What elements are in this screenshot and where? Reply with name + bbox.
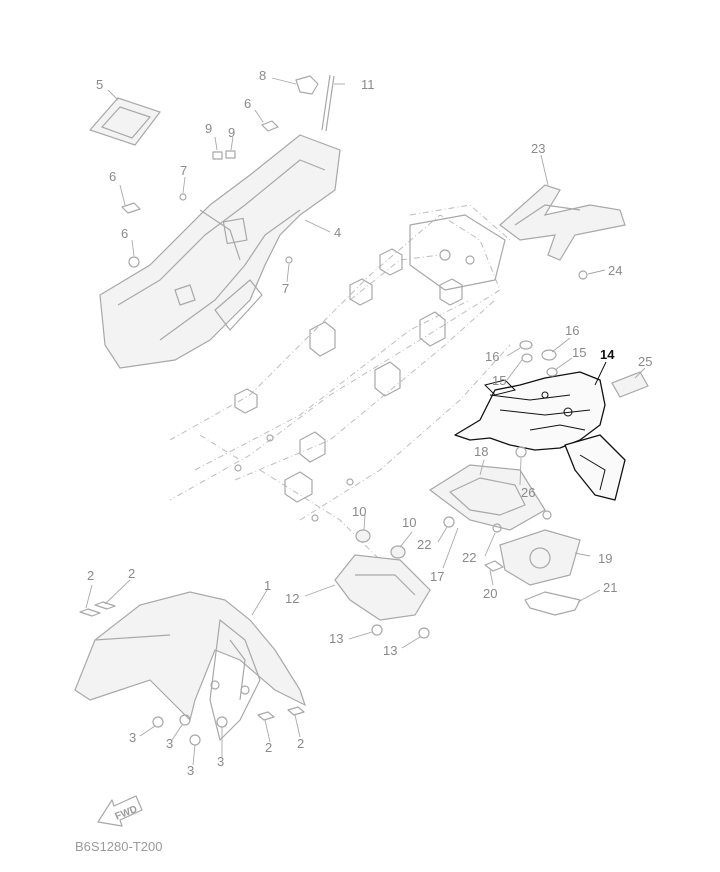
callout-20: 20: [483, 586, 497, 601]
callout-6: 6: [244, 96, 251, 111]
callout-26: 26: [521, 485, 535, 500]
callout-2: 2: [87, 568, 94, 583]
callout-9: 9: [205, 121, 212, 136]
callout-5: 5: [96, 77, 103, 92]
callout-labels: 5 8 11 6 9 9 7 6 6 4 7 23 24 16 16 15 15…: [87, 68, 652, 778]
callout-21: 21: [603, 580, 617, 595]
part-21-stay: [524, 591, 581, 616]
frame-outline: [169, 204, 511, 561]
fwd-label: FWD: [114, 804, 139, 823]
callout-19: 19: [598, 551, 612, 566]
part-23-cover: [499, 184, 626, 280]
callout-15: 15: [572, 345, 586, 360]
callout-3: 3: [166, 736, 173, 751]
callout-25: 25: [638, 354, 652, 369]
callout-24: 24: [608, 263, 622, 278]
callout-7: 7: [282, 281, 289, 296]
callout-12: 12: [285, 591, 299, 606]
callout-16: 16: [565, 323, 579, 338]
part-18-bracket: [428, 464, 546, 531]
part-5-pad: [88, 97, 161, 146]
callout-15: 15: [492, 373, 506, 388]
callout-17: 17: [430, 569, 444, 584]
callout-13: 13: [383, 643, 397, 658]
callout-2: 2: [265, 740, 272, 755]
drawing-code: B6S1280-T200: [75, 839, 162, 854]
callout-14: 14: [600, 347, 615, 362]
callout-6: 6: [121, 226, 128, 241]
callout-4: 4: [334, 225, 341, 240]
bolts-22-26: [443, 446, 552, 533]
callout-16: 16: [485, 349, 499, 364]
callout-10: 10: [352, 504, 366, 519]
tray-fasteners: [121, 74, 335, 268]
callout-3: 3: [129, 730, 136, 745]
part-1-front-fender: [74, 591, 307, 741]
part-14-rear-fender: [454, 371, 626, 501]
callout-23: 23: [531, 141, 545, 156]
callout-10: 10: [402, 515, 416, 530]
fwd-arrow: FWD: [97, 795, 143, 827]
part-12-bracket: [334, 529, 431, 639]
washers-15-16: [519, 340, 558, 377]
callout-7: 7: [180, 163, 187, 178]
part-25-reflector: [611, 371, 649, 398]
part-19-plate: [499, 529, 581, 586]
callout-6: 6: [109, 169, 116, 184]
callout-13: 13: [329, 631, 343, 646]
callout-22: 22: [462, 550, 476, 565]
callout-22: 22: [417, 537, 431, 552]
leader-lines: [85, 77, 646, 766]
callout-2: 2: [128, 566, 135, 581]
part-20-clip: [484, 560, 504, 572]
callout-8: 8: [259, 68, 266, 83]
callout-3: 3: [217, 754, 224, 769]
part-4-tray: [99, 134, 341, 369]
callout-1: 1: [264, 578, 271, 593]
callout-9: 9: [228, 125, 235, 140]
frame-brackets: [234, 214, 506, 522]
callout-18: 18: [474, 444, 488, 459]
callout-3: 3: [187, 763, 194, 778]
callout-11: 11: [361, 77, 375, 92]
callout-2: 2: [297, 736, 304, 751]
